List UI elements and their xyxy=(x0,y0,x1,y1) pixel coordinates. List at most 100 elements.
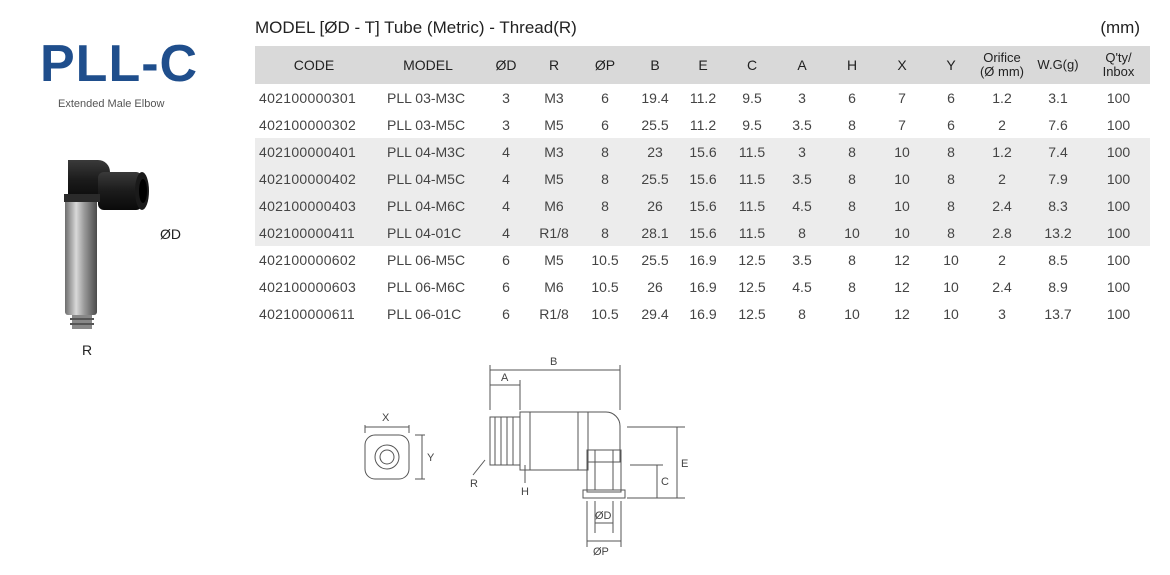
dim-r-label: R xyxy=(470,478,478,490)
table-cell: 3 xyxy=(798,89,806,106)
table-cell: M6 xyxy=(544,278,564,295)
dim-od-label: ØD xyxy=(595,510,612,522)
table-cell: 6 xyxy=(502,305,510,322)
col-h: H xyxy=(827,46,877,84)
table-cell: 2 xyxy=(998,116,1006,133)
table-cell: 2 xyxy=(998,251,1006,268)
cell-model: PLL 04-M3C xyxy=(373,138,483,165)
table-cell: 26 xyxy=(647,278,663,295)
table-cell: 4 xyxy=(483,138,529,165)
table-cell: 13.2 xyxy=(1029,219,1087,246)
cell-model: PLL 03-M3C xyxy=(387,89,466,106)
col-y: Y xyxy=(927,46,975,84)
table-cell: 2.4 xyxy=(975,192,1029,219)
cell-model: PLL 04-01C xyxy=(373,219,483,246)
dim-c-label: C xyxy=(661,476,669,488)
table-cell: R1/8 xyxy=(539,305,569,322)
table-cell: M5 xyxy=(529,165,579,192)
table-cell: 3.5 xyxy=(792,251,812,268)
table-cell: 11.5 xyxy=(727,219,777,246)
cell-code: 402100000302 xyxy=(259,116,357,133)
col-r: R xyxy=(529,46,579,84)
col-model: MODEL xyxy=(373,46,483,84)
table-cell: 7 xyxy=(898,89,906,106)
table-cell: 7.9 xyxy=(1029,165,1087,192)
product-panel: PLL-C Extended Male Elbow ØD R xyxy=(0,0,245,575)
table-cell: 12.5 xyxy=(738,251,766,268)
table-cell: 3.1 xyxy=(1048,89,1068,106)
table-cell: 10.5 xyxy=(591,305,619,322)
spec-table: CODE MODEL ØD R ØP B E C A H X Y Orifice… xyxy=(255,46,1150,327)
table-cell: R1/8 xyxy=(529,219,579,246)
table-cell: 4 xyxy=(483,192,529,219)
table-cell: 1.2 xyxy=(975,138,1029,165)
cell-code: 402100000611 xyxy=(259,305,355,322)
dim-b-label: B xyxy=(550,356,557,368)
dim-e-label: E xyxy=(681,458,688,470)
table-cell: 6 xyxy=(601,89,609,106)
dim-a-label: A xyxy=(501,372,509,384)
table-cell: M3 xyxy=(544,89,564,106)
table-cell: 2.8 xyxy=(975,219,1029,246)
table-cell: 100 xyxy=(1106,305,1131,322)
col-code: CODE xyxy=(255,46,373,84)
table-cell: 10.5 xyxy=(591,278,619,295)
photo-r-label: R xyxy=(82,342,93,358)
table-cell: 1.2 xyxy=(992,89,1012,106)
table-cell: 6 xyxy=(502,251,510,268)
table-cell: 100 xyxy=(1087,192,1150,219)
unit-label: (mm) xyxy=(1100,18,1140,37)
table-cell: 3 xyxy=(998,305,1006,322)
table-cell: 15.6 xyxy=(679,165,727,192)
table-cell: 8 xyxy=(579,219,631,246)
table-cell: 10 xyxy=(877,219,927,246)
cell-model: PLL 06-M6C xyxy=(387,278,466,295)
col-a: A xyxy=(777,46,827,84)
table-cell: 3 xyxy=(502,89,510,106)
product-title: PLL-C xyxy=(40,35,199,93)
table-cell: 4.5 xyxy=(777,192,827,219)
table-cell: 6 xyxy=(947,89,955,106)
col-qty: Q'ty/ Inbox xyxy=(1087,46,1150,84)
table-cell: 15.6 xyxy=(679,192,727,219)
table-cell: 9.5 xyxy=(742,89,762,106)
cell-model: PLL 06-01C xyxy=(387,305,462,322)
table-cell: 100 xyxy=(1087,138,1150,165)
table-header-line: MODEL [ØD - T] Tube (Metric) - Thread(R)… xyxy=(255,14,1150,40)
photo-od-label: ØD xyxy=(160,226,181,242)
table-cell: M6 xyxy=(529,192,579,219)
table-cell: 8 xyxy=(579,165,631,192)
table-cell: 10.5 xyxy=(591,251,619,268)
table-cell: 11.2 xyxy=(689,116,717,133)
table-cell: 6 xyxy=(601,116,609,133)
dim-op-label: ØP xyxy=(593,546,609,558)
table-cell: 8 xyxy=(927,192,975,219)
table-cell: 100 xyxy=(1106,116,1131,133)
cell-code: 402100000301 xyxy=(259,89,357,106)
table-cell: 11.5 xyxy=(727,192,777,219)
table-cell: 8 xyxy=(777,219,827,246)
table-cell: 8.3 xyxy=(1029,192,1087,219)
table-cell: 3.5 xyxy=(777,165,827,192)
product-subtitle: Extended Male Elbow xyxy=(58,98,165,110)
table-cell: 8 xyxy=(848,251,856,268)
table-cell: M5 xyxy=(544,251,564,268)
table-cell: 8 xyxy=(927,219,975,246)
model-description: MODEL [ØD - T] Tube (Metric) - Thread(R) xyxy=(255,18,577,37)
table-cell: 8 xyxy=(827,138,877,165)
cell-code: 402100000411 xyxy=(255,219,373,246)
dim-y-label: Y xyxy=(427,452,435,464)
table-cell: 100 xyxy=(1106,278,1131,295)
cell-model: PLL 04-M5C xyxy=(373,165,483,192)
table-cell: 12 xyxy=(894,251,910,268)
table-cell: 8.9 xyxy=(1048,278,1068,295)
table-cell: 10 xyxy=(943,278,959,295)
table-cell: 11.5 xyxy=(727,165,777,192)
table-cell: 6 xyxy=(848,89,856,106)
table-cell: 4 xyxy=(483,165,529,192)
